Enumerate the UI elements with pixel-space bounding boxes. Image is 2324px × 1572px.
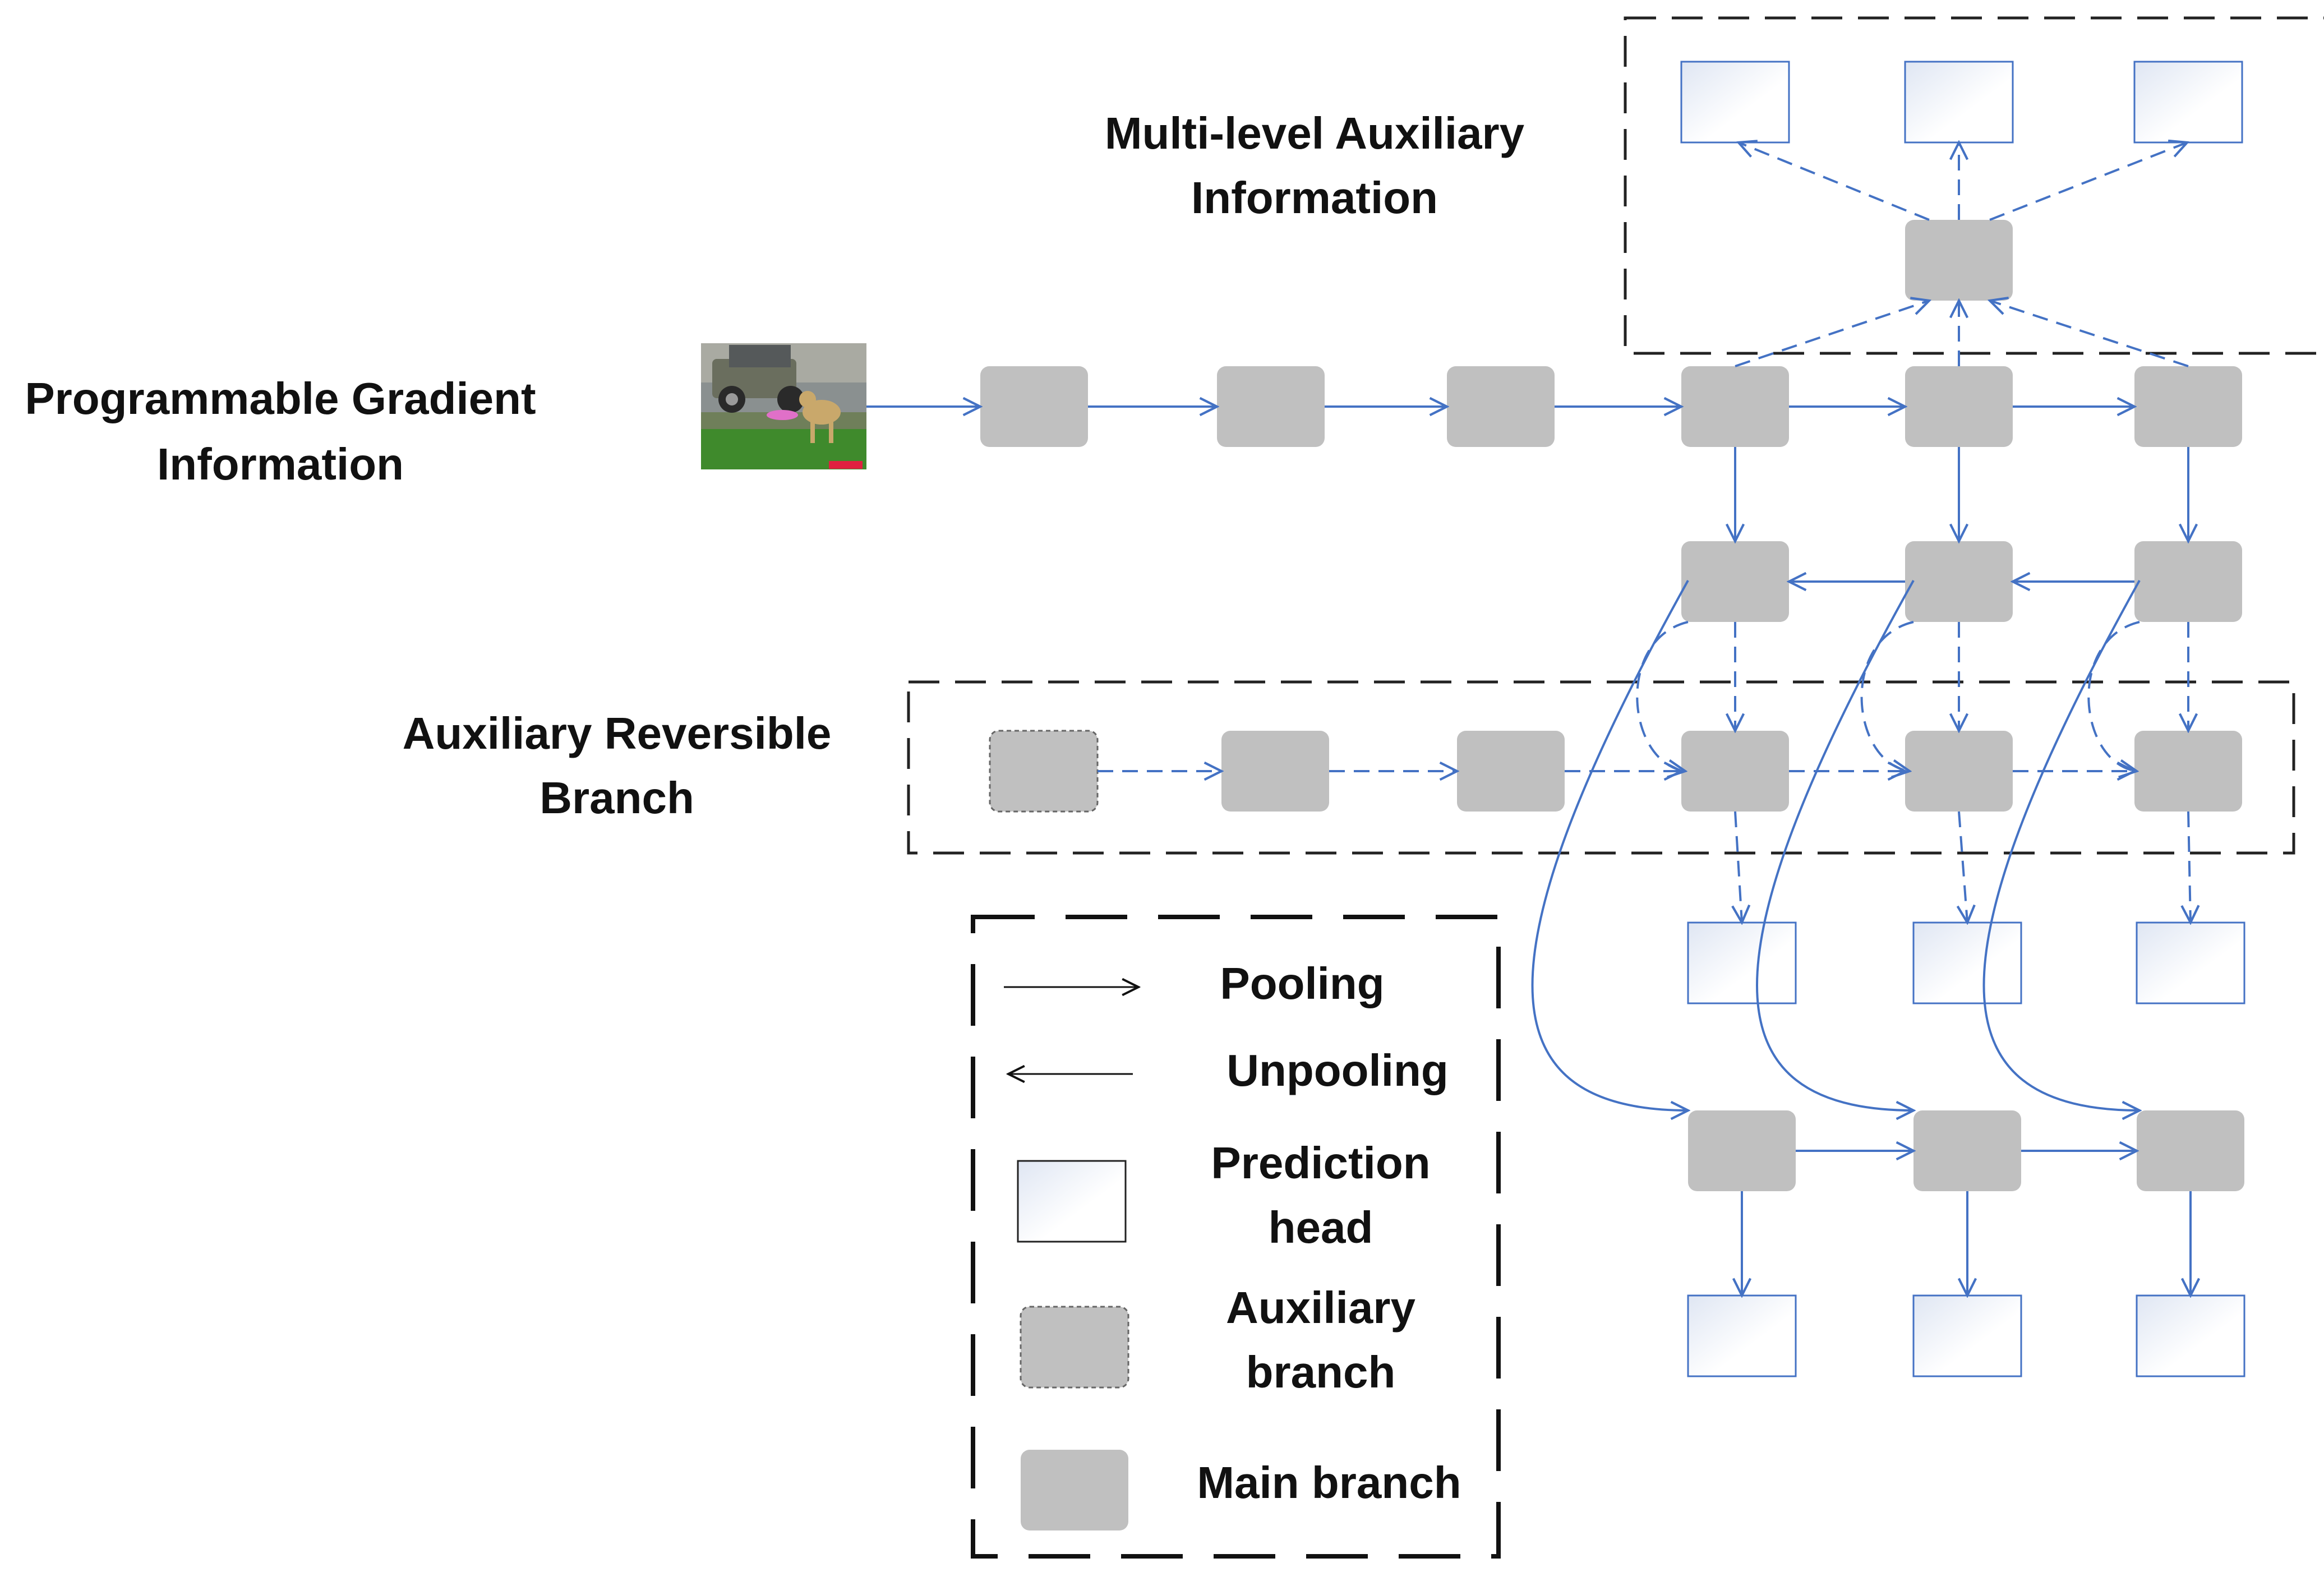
bottom-main-row — [1688, 1110, 2244, 1191]
multi-level-frame — [1624, 16, 2324, 355]
reversible-row — [1221, 731, 2242, 812]
top-head-3 — [2133, 61, 2243, 144]
legend-main-branch-swatch — [1021, 1450, 1128, 1530]
reversible-branch-frame — [907, 680, 2295, 855]
main-branch-row — [980, 366, 2242, 447]
input-image — [701, 343, 866, 469]
bottom-head-2 — [1912, 1294, 2022, 1377]
arb-title-line1: Auxiliary Reversible — [403, 708, 832, 758]
legend-main-branch-label: Main branch — [1197, 1458, 1461, 1508]
bottom-block-1 — [1688, 1110, 1796, 1191]
main-block-2 — [1217, 366, 1325, 447]
top-head-1 — [1680, 61, 1790, 144]
aux-head-1 — [1687, 921, 1797, 1004]
mlai-title-line2: Information — [1191, 173, 1438, 223]
main-block-4 — [1681, 366, 1789, 447]
top-prediction-heads — [1680, 61, 2243, 144]
legend-auxiliary-branch-swatch — [1020, 1306, 1129, 1389]
rev-block-6 — [2134, 731, 2242, 812]
bottom-block-3 — [2137, 1110, 2244, 1191]
bottom-head-1 — [1687, 1294, 1797, 1377]
bottom-head-3 — [2136, 1294, 2245, 1377]
legend-auxiliary-branch-label-1: Auxiliary — [1226, 1283, 1415, 1333]
main-block-5 — [1905, 366, 2013, 447]
main-block-3 — [1447, 366, 1555, 447]
main-block-6 — [2134, 366, 2242, 447]
rev-block-2 — [1221, 731, 1329, 812]
aux-branch-block-1 — [989, 730, 1099, 813]
dashed-arrows — [1098, 142, 2191, 923]
bottom-block-2 — [1913, 1110, 2021, 1191]
legend: Pooling Unpooling Prediction head Auxili… — [1004, 958, 1461, 1530]
legend-pooling-label: Pooling — [1220, 958, 1384, 1008]
unpool-block-1 — [1681, 541, 1789, 622]
unpool-row — [1681, 541, 2242, 622]
pgi-title-line1: Programmable Gradient — [25, 374, 536, 423]
unpool-block-2 — [1905, 541, 2013, 622]
unpool-block-3 — [2134, 541, 2242, 622]
rev-block-3 — [1457, 731, 1565, 812]
legend-prediction-head-label-1: Prediction — [1211, 1138, 1430, 1188]
arb-title-line2: Branch — [540, 773, 694, 823]
legend-frame — [971, 915, 1501, 1559]
aggregator-block — [1905, 220, 2013, 301]
aux-prediction-heads — [1687, 921, 2245, 1004]
main-block-1 — [980, 366, 1088, 447]
mlai-title-line1: Multi-level Auxiliary — [1105, 108, 1525, 158]
solid-arrows — [866, 407, 2191, 1296]
rev-block-4 — [1681, 731, 1789, 812]
bottom-prediction-heads — [1687, 1294, 2245, 1377]
aux-head-3 — [2136, 921, 2245, 1004]
top-head-2 — [1904, 61, 2014, 144]
legend-prediction-head-label-2: head — [1269, 1202, 1373, 1252]
aux-head-2 — [1912, 921, 2022, 1004]
rev-block-5 — [1905, 731, 2013, 812]
legend-auxiliary-branch-label-2: branch — [1246, 1347, 1396, 1397]
pgi-title-line2: Information — [157, 439, 404, 489]
legend-prediction-head-swatch — [1017, 1160, 1127, 1243]
legend-unpooling-label: Unpooling — [1226, 1045, 1448, 1095]
